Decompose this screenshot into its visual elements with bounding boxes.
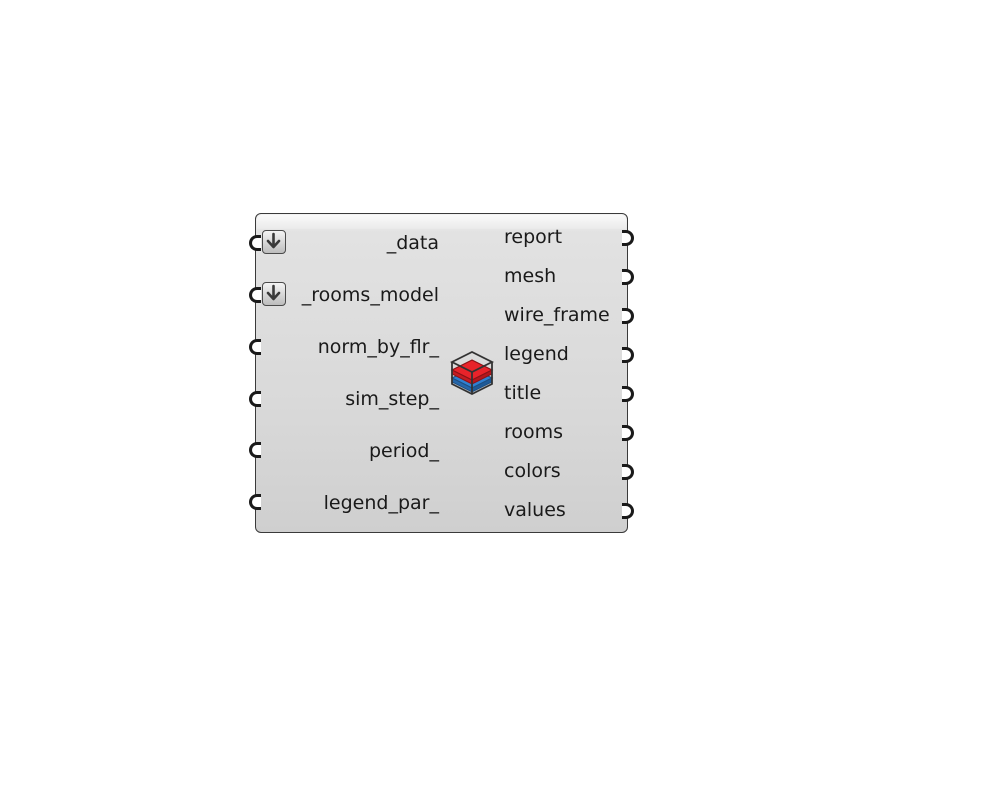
output-grip-wire-frame[interactable] <box>622 308 634 324</box>
output-grip-mesh[interactable] <box>622 269 634 285</box>
input-label-rooms-model: _rooms_model <box>301 284 439 306</box>
input-grip-rooms-model[interactable] <box>249 287 261 303</box>
input-label-period: period_ <box>368 440 439 462</box>
input-label-norm-by-flr: norm_by_flr_ <box>317 336 439 358</box>
output-label-mesh: mesh <box>504 265 557 287</box>
output-label-report: report <box>504 226 563 248</box>
input-grip-data[interactable] <box>249 235 261 251</box>
input-grip-legend-par[interactable] <box>249 494 261 510</box>
output-label-title: title <box>504 382 542 404</box>
output-grip-legend[interactable] <box>622 347 634 363</box>
output-label-wire-frame: wire_frame <box>504 304 610 326</box>
input-grip-sim-step[interactable] <box>249 391 261 407</box>
output-grip-report[interactable] <box>622 230 634 246</box>
output-label-rooms: rooms <box>504 421 564 443</box>
input-label-data: _data <box>386 232 439 254</box>
input-label-legend-par: legend_par_ <box>323 492 439 514</box>
input-grip-period[interactable] <box>249 442 261 458</box>
output-grip-values[interactable] <box>622 503 634 519</box>
room-color-component[interactable]: _data _rooms_model norm_by_flr_ sim_step… <box>249 213 634 533</box>
output-grip-colors[interactable] <box>622 464 634 480</box>
output-label-values: values <box>504 499 566 521</box>
output-label-colors: colors <box>504 460 561 482</box>
output-grip-title[interactable] <box>622 386 634 402</box>
room-color-icon <box>449 350 495 396</box>
flatten-arrow-icon <box>262 282 286 306</box>
output-grip-rooms[interactable] <box>622 425 634 441</box>
flatten-arrow-icon <box>262 230 286 254</box>
input-grip-norm-by-flr[interactable] <box>249 339 261 355</box>
input-label-sim-step: sim_step_ <box>345 388 439 410</box>
output-label-legend: legend <box>504 343 569 365</box>
